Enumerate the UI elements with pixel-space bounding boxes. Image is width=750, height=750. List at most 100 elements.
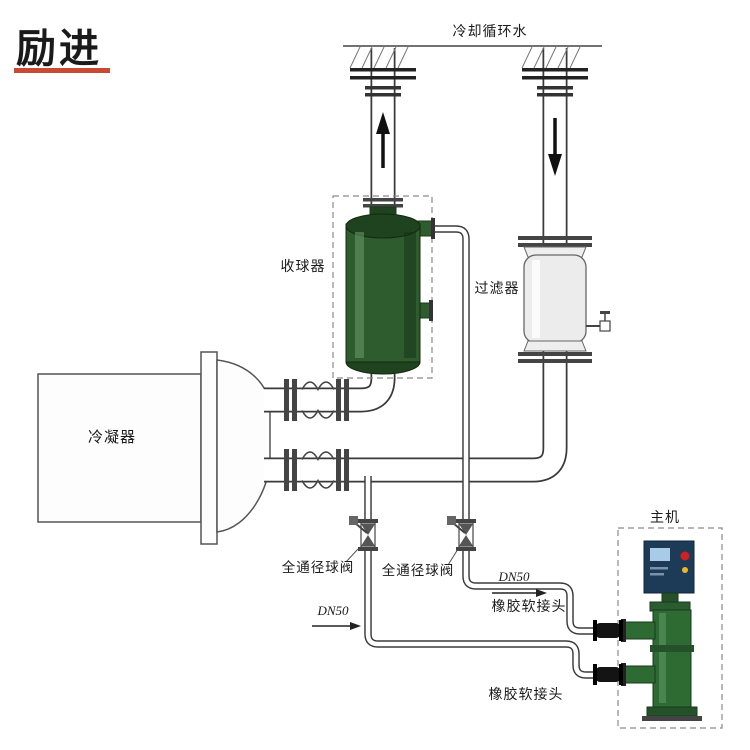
flange-bar	[350, 68, 416, 72]
down-arrow-icon	[548, 154, 562, 176]
hatch-mark	[545, 46, 557, 69]
valve-flange	[358, 519, 378, 523]
collector-shadow	[404, 232, 416, 358]
flange-plate	[336, 379, 341, 421]
flange-plate	[284, 449, 289, 491]
condenser-nozzle-joint-upper	[284, 379, 349, 421]
hatch-mark	[349, 46, 361, 69]
main-unit: 主机	[593, 509, 723, 729]
filter-highlight	[532, 260, 540, 338]
filter-bottom-flange	[518, 352, 592, 356]
flange-plate	[292, 379, 297, 421]
filter-bottom-flange	[518, 359, 592, 363]
dn50-lower-arrow-icon	[350, 622, 361, 630]
bellows-top	[301, 381, 335, 392]
rubber-joint-upper	[593, 620, 623, 641]
valve-labels: 全通径球阀 全通径球阀	[282, 548, 459, 578]
condenser-label: 冷凝器	[88, 429, 136, 446]
panel-indicator-light	[682, 567, 688, 573]
filter-top-flange	[518, 236, 592, 240]
ball-valve-left-label: 全通径球阀	[282, 559, 355, 575]
drain-valve-body	[599, 320, 611, 332]
condenser-nozzle-joint-lower	[284, 449, 349, 491]
header-connection-right	[521, 46, 588, 97]
valve-bowtie	[361, 535, 375, 546]
rubber-joint-labels: 橡胶软接头 橡胶软接头	[489, 598, 567, 702]
flange-bar	[522, 68, 588, 72]
brand-logo-underline	[14, 68, 110, 73]
rubber-joint-flange	[619, 664, 623, 685]
header-connection-left	[349, 46, 416, 97]
filter-bottom-taper	[523, 340, 587, 352]
hatch-mark	[569, 46, 581, 69]
panel-text-line	[650, 573, 664, 576]
hatch-mark	[557, 46, 569, 69]
pipe-flange	[537, 93, 573, 97]
pipe-flange	[365, 86, 401, 90]
neck-flange	[363, 204, 403, 208]
leader-line	[345, 548, 359, 563]
flange-plate	[344, 449, 349, 491]
panel-red-button	[680, 551, 690, 561]
rubber-joint-body	[596, 623, 620, 638]
hatch-mark	[397, 46, 409, 69]
flange-plate	[292, 449, 297, 491]
valve-bowtie	[459, 524, 473, 535]
collector-side-nozzle-flange	[429, 300, 433, 321]
pump-discharge-flange	[621, 663, 626, 686]
condenser-tube-sheet-flange	[200, 351, 218, 545]
rubber-joint-lower-label: 橡胶软接头	[489, 686, 564, 702]
collector-top-head	[345, 213, 421, 239]
condenser: 冷凝器	[37, 351, 271, 545]
hatch-mark	[373, 46, 385, 69]
rubber-joint-upper-label: 橡胶软接头	[492, 598, 567, 614]
collector-highlight	[355, 232, 364, 358]
rubber-joint-lower	[593, 664, 623, 685]
hatch-mark	[385, 46, 397, 69]
flange-bar	[350, 76, 416, 80]
cooling-water-main: 冷却循环水	[343, 23, 602, 47]
condenser-shell	[37, 373, 202, 523]
ball-collector: 收球器	[281, 195, 435, 379]
filter-top-flange	[518, 243, 592, 247]
ball-return-pipe	[424, 226, 601, 634]
hatch-mark	[361, 46, 373, 69]
pump-feet	[642, 716, 702, 721]
ball-valve-left	[349, 516, 378, 551]
main-unit-dashed-box	[617, 527, 723, 729]
dn50-upper-arrow-icon	[536, 589, 547, 597]
ball-injection-pipe	[365, 476, 601, 678]
pump-base	[646, 706, 698, 717]
pump-suction-nozzle	[624, 621, 656, 640]
bellows-bottom	[301, 478, 335, 489]
filter-label: 过滤器	[475, 280, 520, 296]
pipe-flange	[365, 93, 401, 97]
hatch-mark	[521, 46, 533, 69]
rubber-joint-flange	[593, 664, 597, 685]
collector-top-nozzle-flange	[431, 218, 435, 239]
valve-flange	[456, 519, 476, 523]
valve-flange	[456, 547, 476, 551]
cooling-water-label: 冷却循环水	[453, 23, 528, 39]
panel-text-line	[650, 567, 668, 570]
pump-body	[652, 609, 692, 708]
up-arrow-icon	[376, 112, 390, 134]
pump-suction-flange	[621, 619, 626, 642]
bellows-top	[301, 451, 335, 462]
ball-valve-right	[447, 516, 476, 551]
valve-flange	[358, 547, 378, 551]
valve-handle	[447, 516, 456, 525]
pipe-flange	[537, 86, 573, 90]
ball-valve-right-label: 全通径球阀	[382, 562, 455, 578]
rubber-joint-flange	[619, 620, 623, 641]
flow-arrows	[376, 112, 562, 176]
flange-plate	[336, 449, 341, 491]
neck-flange	[363, 198, 403, 202]
dn50-callouts: DN50 DN50	[312, 569, 547, 630]
dn50-upper-label: DN50	[497, 569, 530, 584]
inlet-elbow-pipe	[264, 344, 566, 481]
flange-bar	[522, 76, 588, 80]
leader-line	[447, 548, 459, 566]
ball-collector-dashed-box	[332, 195, 433, 379]
